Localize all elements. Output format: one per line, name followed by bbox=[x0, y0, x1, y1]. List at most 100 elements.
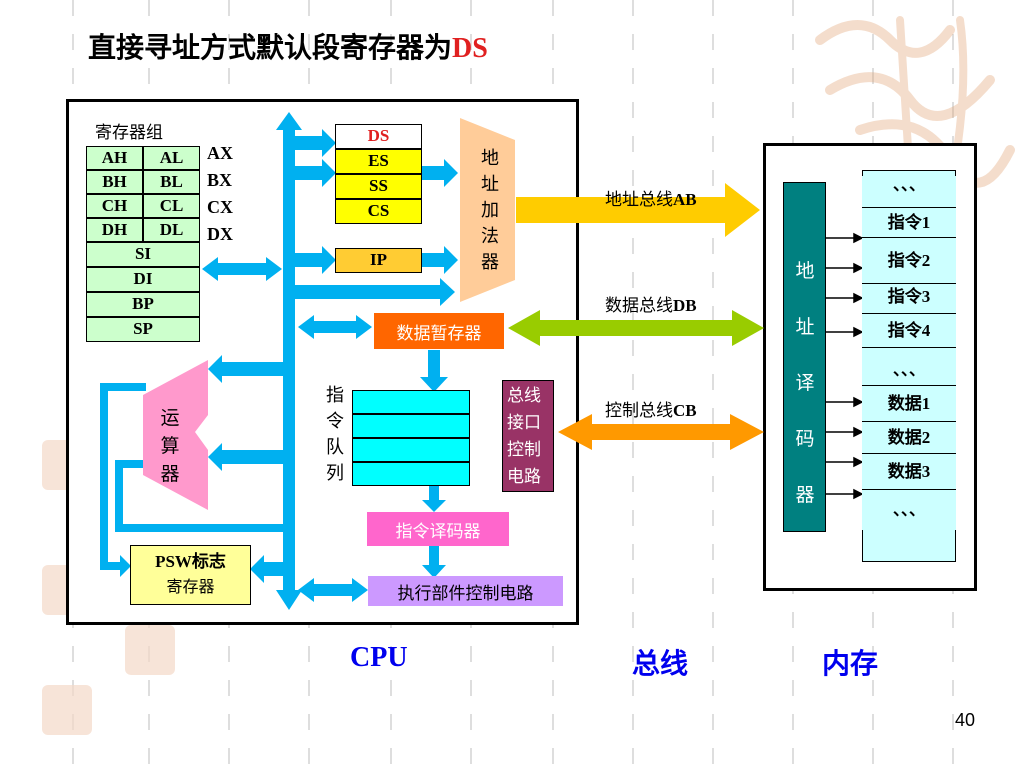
memory-cell-instruction: 指令2 bbox=[862, 238, 956, 284]
decorative-seal bbox=[125, 625, 175, 675]
address-decoder-char: 码 bbox=[795, 428, 815, 450]
page-number: 40 bbox=[955, 710, 976, 730]
queue-to-decoder-arrow bbox=[422, 486, 446, 512]
memory-cell-instruction: 指令1 bbox=[862, 208, 956, 238]
alu-output-to-bus bbox=[115, 460, 283, 532]
register-bl: BL bbox=[143, 170, 200, 194]
bus-interface-label: 总线 接口 控制 电路 bbox=[507, 383, 541, 491]
background-guide bbox=[712, 0, 714, 768]
memory-cell-instruction: 指令4 bbox=[862, 314, 956, 348]
address-adder-char: 加 bbox=[481, 200, 499, 221]
decorative-seal bbox=[42, 685, 92, 735]
register-ah: AH bbox=[86, 146, 143, 170]
address-bus-label: 地址总线AB bbox=[605, 185, 697, 210]
memory-caption: 内存 bbox=[822, 647, 879, 680]
instruction-queue-char: 令 bbox=[326, 411, 344, 432]
segment-register-ss: SS bbox=[335, 174, 422, 199]
title-highlight: DS bbox=[452, 33, 488, 64]
address-adder-char: 址 bbox=[481, 174, 499, 195]
address-adder-shape bbox=[460, 118, 515, 302]
address-bus-arrow bbox=[516, 183, 760, 237]
register-name-cx: CX bbox=[207, 197, 233, 217]
instruction-queue-slot bbox=[352, 438, 470, 462]
decoder-to-memory-arrows bbox=[826, 232, 864, 500]
segment-to-adder-arrow bbox=[421, 159, 458, 187]
address-adder-char: 器 bbox=[481, 252, 499, 273]
ip-to-adder-arrow bbox=[421, 246, 458, 274]
address-decoder-char: 址 bbox=[795, 316, 815, 338]
data-temp-register: 数据暂存器 bbox=[374, 313, 504, 349]
data-bus-arrow bbox=[508, 310, 764, 346]
address-adder-char: 法 bbox=[481, 226, 499, 247]
bus-arrow-to-ip bbox=[295, 246, 336, 274]
decoder-to-exec-arrow bbox=[422, 546, 446, 578]
address-decoder-label: 地 址 译 码 器 bbox=[793, 243, 817, 523]
memory-cell-instruction: 指令3 bbox=[862, 284, 956, 314]
instruction-pointer: IP bbox=[335, 248, 422, 273]
register-di: DI bbox=[86, 267, 200, 292]
bus-to-alu-arrow-2 bbox=[208, 443, 283, 471]
data-bus-label-text: 数据总线 bbox=[605, 296, 673, 316]
bus-to-exec-arrow bbox=[298, 578, 368, 602]
memory-cell-data: 数据2 bbox=[862, 422, 956, 454]
instruction-queue-label: 指 令 队 列 bbox=[323, 383, 347, 487]
instruction-queue-slot bbox=[352, 462, 470, 486]
alu-label: 运 算 器 bbox=[158, 404, 182, 488]
psw-line-2: 寄存器 bbox=[166, 577, 215, 596]
bus-caption: 总线 bbox=[632, 647, 689, 680]
bus-interface-line: 控制 bbox=[507, 440, 541, 460]
instruction-decoder: 指令译码器 bbox=[367, 512, 509, 546]
register-dh: DH bbox=[86, 218, 143, 242]
bus-interface-line: 总线 bbox=[507, 386, 541, 406]
bus-interface-control: 总线 接口 控制 电路 bbox=[502, 380, 554, 492]
bus-interface-line: 接口 bbox=[507, 413, 541, 433]
register-group-label: 寄存器组 bbox=[95, 123, 163, 143]
register-name-dx: DX bbox=[207, 224, 233, 244]
memory-cell-data: 数据1 bbox=[862, 386, 956, 422]
data-bus-label: 数据总线DB bbox=[605, 291, 697, 316]
alu-char: 器 bbox=[160, 463, 180, 485]
address-decoder-char: 器 bbox=[795, 484, 815, 506]
segment-register-es: ES bbox=[335, 149, 422, 174]
bus-interface-line: 电路 bbox=[507, 467, 541, 487]
register-dl: DL bbox=[143, 218, 200, 242]
instruction-queue-char: 指 bbox=[326, 385, 344, 406]
register-name-ax: AX bbox=[207, 143, 233, 163]
address-decoder: 地 址 译 码 器 bbox=[783, 182, 826, 532]
alu-output-loop bbox=[100, 383, 146, 577]
cpu-caption: CPU bbox=[350, 642, 408, 673]
instruction-queue-char: 队 bbox=[326, 437, 344, 458]
memory-cell-ellipsis: 、、、 bbox=[862, 490, 956, 530]
register-al: AL bbox=[143, 146, 200, 170]
memory-cell-ellipsis: 、、、 bbox=[862, 348, 956, 386]
register-bus-arrow bbox=[202, 257, 282, 281]
register-ch: CH bbox=[86, 194, 143, 218]
register-cl: CL bbox=[143, 194, 200, 218]
title-main: 直接寻址方式默认段寄存器为 bbox=[88, 31, 453, 64]
memory-cell-ellipsis: 、、、 bbox=[862, 176, 956, 208]
control-bus-label-abbr: CB bbox=[673, 401, 697, 420]
background-guide bbox=[632, 0, 634, 768]
control-bus-label: 控制总线CB bbox=[605, 396, 697, 421]
bus-to-alu-arrow-1 bbox=[208, 355, 283, 383]
instruction-queue-char: 列 bbox=[326, 463, 344, 484]
instruction-queue-slot bbox=[352, 390, 470, 414]
internal-bus-arrow bbox=[276, 112, 302, 610]
register-sp: SP bbox=[86, 317, 200, 342]
segment-register-ds: DS bbox=[335, 124, 422, 149]
address-adder-char: 地 bbox=[481, 148, 499, 169]
register-bh: BH bbox=[86, 170, 143, 194]
bus-arrow-to-adder bbox=[295, 278, 455, 306]
temp-to-queue-arrow bbox=[420, 350, 448, 392]
address-decoder-char: 译 bbox=[795, 372, 815, 394]
address-adder-label: 地 址 加 法 器 bbox=[478, 146, 502, 276]
psw-line-1: PSW标志 bbox=[155, 552, 226, 571]
register-name-bx: BX bbox=[207, 170, 233, 190]
bus-to-psw-arrow bbox=[250, 555, 283, 583]
memory-cell-data: 数据3 bbox=[862, 454, 956, 490]
bus-arrow-to-ds bbox=[295, 129, 336, 157]
address-bus-label-abbr: AB bbox=[673, 190, 697, 209]
execution-control-circuit: 执行部件控制电路 bbox=[368, 576, 563, 606]
address-decoder-char: 地 bbox=[795, 260, 815, 282]
